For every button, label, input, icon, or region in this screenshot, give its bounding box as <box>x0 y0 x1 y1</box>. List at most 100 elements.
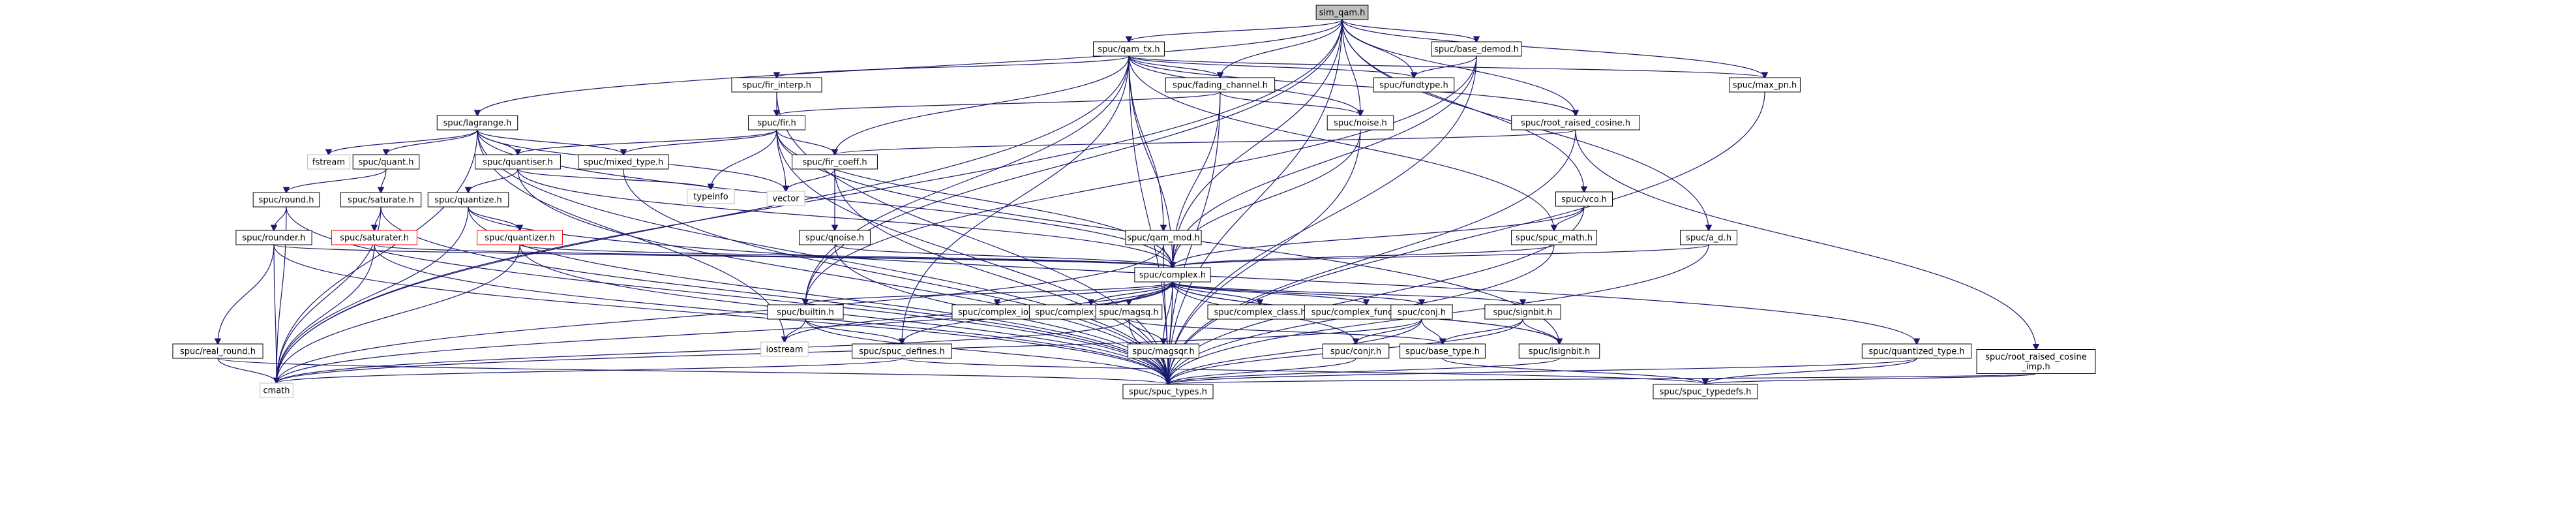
node-fir-interp[interactable]: spuc/fir_interp.h <box>731 77 822 93</box>
node-label: spuc/spuc_defines.h <box>859 347 945 357</box>
node-box <box>307 154 351 170</box>
edge-conj-to-conjr <box>1356 318 1422 344</box>
node-a-d[interactable]: spuc/a_d.h <box>1680 230 1737 245</box>
edge-fir-interp-to-spuc-types <box>776 91 1168 384</box>
node-spuc-typedefs[interactable]: spuc/spuc_typedefs.h <box>1653 384 1758 399</box>
edge-magsq-to-cmath <box>277 318 1130 383</box>
node-builtin[interactable]: spuc/builtin.h <box>767 304 844 320</box>
node-box <box>1095 304 1163 320</box>
node-label: spuc/qam_tx.h <box>1098 45 1160 55</box>
node-box <box>1128 343 1199 359</box>
node-label: spuc/saturate.h <box>348 196 414 206</box>
node-fir-coeff[interactable]: spuc/fir_coeff.h <box>792 154 878 170</box>
node-label: spuc/fading_channel.h <box>1173 81 1268 91</box>
node-conjr[interactable]: spuc/conjr.h <box>1322 343 1390 359</box>
node-label: spuc/saturater.h <box>340 234 409 243</box>
node-vco[interactable]: spuc/vco.h <box>1555 191 1613 207</box>
node-quant[interactable]: spuc/quant.h <box>352 154 420 170</box>
node-base-type[interactable]: spuc/base_type.h <box>1400 343 1486 359</box>
node-complex-io[interactable]: spuc/complex_io.h <box>951 304 1043 320</box>
node-noise[interactable]: spuc/noise.h <box>1326 115 1394 131</box>
node-box <box>1093 41 1165 57</box>
edge-base-demod-to-builtin <box>805 55 1477 305</box>
node-fading-channel[interactable]: spuc/fading_channel.h <box>1165 77 1276 93</box>
node-saturater[interactable]: spuc/saturater.h <box>331 230 417 245</box>
node-qam-tx[interactable]: spuc/qam_tx.h <box>1093 41 1165 57</box>
edge-mixed-type-to-spuc-types <box>623 168 1168 384</box>
node-quantiser[interactable]: spuc/quantiser.h <box>475 154 561 170</box>
edge-complex-to-cmath <box>277 281 1173 383</box>
node-box <box>1390 304 1453 320</box>
node-max-pn[interactable]: spuc/max_pn.h <box>1729 77 1801 93</box>
node-box <box>340 192 422 208</box>
edge-qam-tx-to-spuc-defines <box>902 55 1130 344</box>
node-label: spuc/fundtype.h <box>1379 81 1448 91</box>
node-rounder[interactable]: spuc/rounder.h <box>235 230 312 245</box>
node-spuc-types[interactable]: spuc/spuc_types.h <box>1122 384 1214 399</box>
node-label: spuc/mixed_type.h <box>584 158 664 168</box>
edge-base-demod-to-fundtype <box>1414 55 1477 78</box>
edge-root-to-spuc-types <box>1168 19 1343 384</box>
edge-builtin-to-iostream <box>785 318 806 342</box>
node-quantized-type[interactable]: spuc/quantized_type.h <box>1861 343 1972 359</box>
node-root[interactable]: sim_qam.h <box>1315 5 1369 20</box>
node-label: spuc/qnoise.h <box>805 234 864 243</box>
node-isignbit[interactable]: spuc/isignbit.h <box>1518 343 1600 359</box>
edge-saturate-to-spuc-types <box>380 206 1168 384</box>
edge-noise-to-spuc-types <box>1168 129 1361 384</box>
edge-fading-channel-to-noise <box>1220 91 1360 116</box>
node-label: sim_qam.h <box>1319 8 1366 18</box>
edge-quantized-type-to-spuc-typedefs <box>1705 358 1917 384</box>
node-quantizer[interactable]: spuc/quantizer.h <box>477 230 563 245</box>
node-label: spuc/max_pn.h <box>1733 81 1797 91</box>
node-root-raised-cosine[interactable]: spuc/root_raised_cosine.h <box>1511 115 1640 131</box>
node-real-round[interactable]: spuc/real_round.h <box>172 343 263 359</box>
node-label: spuc/complex_io.h <box>958 308 1036 318</box>
node-box <box>1680 230 1737 245</box>
node-box <box>1122 384 1214 399</box>
edge-qam-tx-to-fading-channel <box>1128 55 1220 78</box>
edge-quantized-type-to-spuc-types <box>1168 358 1917 384</box>
edge-complex-to-complex-io <box>997 281 1173 305</box>
edge-quant-to-round <box>286 168 387 193</box>
node-spuc-math[interactable]: spuc/spuc_math.h <box>1511 230 1597 245</box>
edge-magsqr-to-complex <box>1163 282 1173 345</box>
node-box <box>1729 77 1801 93</box>
node-label: spuc/signbit.h <box>1493 308 1553 318</box>
node-spuc-defines[interactable]: spuc/spuc_defines.h <box>852 343 952 359</box>
node-fundtype[interactable]: spuc/fundtype.h <box>1373 77 1455 93</box>
edge-root-raised-cosine-to-spuc-types <box>1168 129 1576 384</box>
node-complex-class[interactable]: spuc/complex_class.h <box>1207 304 1313 320</box>
node-fir[interactable]: spuc/fir.h <box>748 115 805 131</box>
node-round[interactable]: spuc/round.h <box>252 192 320 208</box>
node-rrc-imp[interactable]: spuc/root_raised_cosine_imp.h <box>1976 349 2096 374</box>
node-saturate[interactable]: spuc/saturate.h <box>340 192 422 208</box>
node-quantize[interactable]: spuc/quantize.h <box>427 192 509 208</box>
node-box <box>731 77 822 93</box>
node-qam-mod[interactable]: spuc/qam_mod.h <box>1125 230 1202 245</box>
node-box <box>172 343 263 359</box>
node-label: spuc/root_raised_cosine_imp.h <box>1985 352 2087 372</box>
node-lagrange[interactable]: spuc/lagrange.h <box>436 115 518 131</box>
node-qnoise[interactable]: spuc/qnoise.h <box>799 230 871 245</box>
node-box <box>1511 230 1597 245</box>
node-complex[interactable]: spuc/complex.h <box>1134 267 1211 283</box>
node-mixed-type[interactable]: spuc/mixed_type.h <box>578 154 669 170</box>
edge-qnoise-to-complex <box>834 244 1173 268</box>
edge-rounder-to-real-round <box>218 244 275 344</box>
node-label: spuc/base_demod.h <box>1434 45 1519 55</box>
node-box <box>766 191 805 206</box>
node-label: spuc/base_type.h <box>1405 347 1480 357</box>
node-box <box>427 192 509 208</box>
node-magsq[interactable]: spuc/magsq.h <box>1095 304 1163 320</box>
edge-fir-to-mixed-type <box>623 129 777 155</box>
node-signbit[interactable]: spuc/signbit.h <box>1484 304 1561 320</box>
node-box <box>852 343 952 359</box>
edge-root-to-root-raised-cosine <box>1341 19 1576 116</box>
node-conj[interactable]: spuc/conj.h <box>1390 304 1453 320</box>
node-magsqr[interactable]: spuc/magsqr.h <box>1128 343 1199 359</box>
node-base-demod[interactable]: spuc/base_demod.h <box>1431 41 1522 57</box>
node-box <box>252 192 320 208</box>
node-label: spuc/round.h <box>259 196 314 206</box>
edge-root-to-builtin <box>805 19 1343 305</box>
